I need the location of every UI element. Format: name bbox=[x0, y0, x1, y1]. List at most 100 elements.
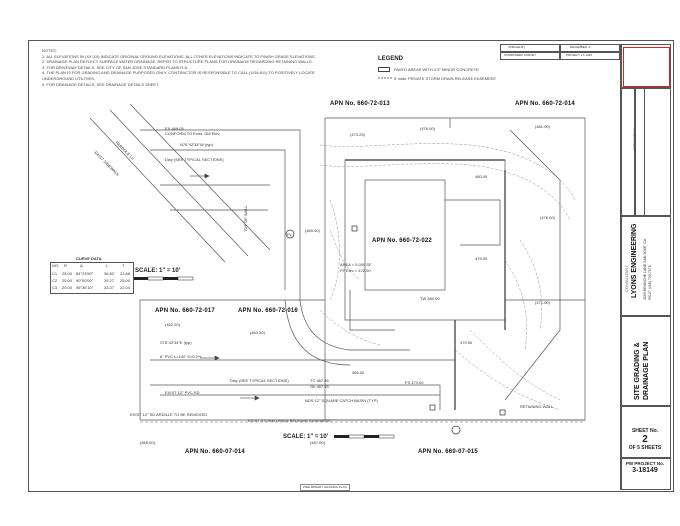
apn-label: APN No. 660-07-015 bbox=[418, 449, 478, 455]
driveway-curve bbox=[284, 299, 351, 366]
curve-header: L bbox=[106, 263, 109, 268]
note-line: 4. THE PLAN IS FOR GRADING AND DRAINAGE … bbox=[42, 70, 315, 76]
curve-header: Δ bbox=[80, 263, 83, 268]
driveway-edge bbox=[150, 149, 286, 290]
scale-label: SCALE: 1" = 10' bbox=[135, 268, 181, 274]
contour-line bbox=[319, 143, 576, 201]
rev-cell: JOB/LEE BY bbox=[508, 45, 526, 49]
elevation-label: (462.20) bbox=[165, 322, 180, 327]
plan-label: TW 480.00 bbox=[420, 296, 440, 301]
apn-label: APN No. 660-72-022 bbox=[372, 238, 432, 244]
elevation-label: (467.00) bbox=[310, 440, 325, 445]
sheet-number: 2 bbox=[642, 434, 648, 445]
rev-cell: PROJECT LS 1226 bbox=[566, 53, 592, 57]
site-plan-drawing bbox=[89, 103, 586, 435]
apn-label: APN No. 660-72-016 bbox=[238, 308, 298, 314]
plan-label: FS 473.00 bbox=[405, 380, 424, 385]
catch-basin bbox=[499, 409, 506, 416]
curve-cell: 39.27 bbox=[104, 278, 115, 283]
elevation-label: 480.00 bbox=[475, 174, 488, 179]
firm-name: LYONS ENGINEERING bbox=[631, 223, 638, 298]
sheet-label: SHEET No. bbox=[631, 428, 659, 434]
rev-cell: STAMPWEEP SURVEY bbox=[504, 53, 537, 57]
note-line: 5. FOR DRAINAGE DETAILS, SEE DRAINAGE DE… bbox=[42, 81, 160, 87]
driveway-curve bbox=[299, 299, 410, 351]
street-line bbox=[129, 103, 271, 251]
contour-line bbox=[319, 309, 381, 346]
curve-cell: C2 bbox=[52, 278, 58, 283]
legend-title: LEGEND bbox=[378, 56, 404, 62]
elevation-label: (476.00) bbox=[420, 126, 435, 131]
contour-line bbox=[504, 259, 527, 351]
curve-cell: 84°23'50" bbox=[76, 271, 94, 276]
flow-arrow-head bbox=[214, 355, 220, 361]
firm-address: 3065 BRUNCHE LANE SAN JOSE, CA 95127 (40… bbox=[643, 238, 652, 300]
scale-bar bbox=[133, 276, 194, 281]
note-line: 3. FOR DRIVEWAY DETAILS, SEE CITY OF SAN… bbox=[42, 64, 188, 70]
note-line: 1. ALL ELEVATIONS IN (XX.XX) INDICATE OR… bbox=[42, 53, 316, 59]
project-label: PW PROJECT No. bbox=[625, 461, 665, 466]
right-lot-line bbox=[504, 129, 561, 401]
title-block bbox=[620, 44, 671, 490]
elevation-label: (481.00) bbox=[535, 124, 550, 129]
curve-cell: 22.04 bbox=[120, 285, 131, 290]
note-line: 2. DRAINAGE PLAN REFLECT SURFACE WATER D… bbox=[42, 59, 313, 65]
revision-header-table: JOB/LEE BY DECEMBER, 6 STAMPWEEP SURVEY … bbox=[500, 44, 620, 60]
firm-kind: CONSULTANT bbox=[624, 265, 629, 292]
detail-marker bbox=[285, 229, 295, 239]
plan-label: FF Elev = 472.00 bbox=[340, 268, 371, 273]
elevation-label: (478.00) bbox=[540, 215, 555, 220]
curve-cell: C3 bbox=[52, 285, 58, 290]
garage-footprint bbox=[364, 179, 446, 291]
project-number-block: PW PROJECT No. 3-18149 bbox=[620, 461, 670, 476]
legend-easement-label: PRIVATE STORM DRAIN RELEASE EASEMENT bbox=[408, 76, 497, 81]
apn-label: APN No. 660-72-017 bbox=[155, 308, 215, 314]
sheet-title: SITE GRADING & DRAINAGE PLAN bbox=[634, 341, 650, 400]
wall-outline bbox=[349, 290, 395, 331]
plan-label: TOP OF WALL bbox=[243, 205, 248, 232]
plan-label: EXIST 12" PVC SD bbox=[165, 390, 200, 395]
apn-label: APN No. 660-72-014 bbox=[515, 101, 575, 107]
curve-data-table: CURVE DATA NO. R Δ L T C1 25.00 84°23'50… bbox=[50, 256, 134, 294]
street-line bbox=[109, 109, 249, 257]
elevation-label: (471.00) bbox=[535, 300, 550, 305]
curve-cell: 25.00 bbox=[62, 271, 73, 276]
project-number: 3-18149 bbox=[632, 467, 658, 474]
contour-line bbox=[519, 239, 542, 331]
note-line: NOTES: bbox=[42, 48, 57, 53]
drawing-sheet-frame bbox=[28, 40, 674, 492]
contour-line bbox=[454, 349, 561, 411]
plan-label: Gb 467.55 bbox=[310, 384, 329, 389]
contour-line bbox=[319, 163, 571, 221]
legend-paved-label: PAVED AREAS WITH 4.5" MINOR CONCRETE bbox=[394, 67, 479, 72]
revisions-label: REVISIONS bbox=[632, 128, 637, 150]
elevation-label: (465.00) bbox=[140, 440, 155, 445]
catch-basin bbox=[351, 225, 358, 232]
plan-label: S76°42'34"E (typ) bbox=[160, 340, 192, 345]
scale-label: SCALE: 1" = 10' bbox=[283, 434, 329, 440]
street-line bbox=[89, 117, 226, 263]
elevation-label: (469.40) bbox=[305, 228, 320, 233]
curve-cell: 25.00 bbox=[120, 278, 131, 283]
curve-cell: 25.00 bbox=[62, 278, 73, 283]
note-line: UNDERGROUND UTILITIES. bbox=[42, 75, 95, 81]
plan-label: EXIST STORM DRAIN RELEASE EASEMENT bbox=[248, 418, 332, 423]
legend-easement-prefix: 5' wide bbox=[394, 76, 407, 81]
curve-cell: 20.00 bbox=[62, 285, 73, 290]
plan-label: NDS 12" SQUARE CATCH BASIN (TYP) bbox=[305, 398, 378, 403]
elevation-label: 470.50 bbox=[460, 340, 473, 345]
plan-label: TC 467.46 bbox=[310, 378, 329, 383]
curve-cell: 33.37 bbox=[104, 285, 115, 290]
sheet-number-block: SHEET No. 2 OF 5 SHEETS bbox=[620, 428, 670, 451]
plan-label: N76°42'34"W (typ) bbox=[180, 142, 213, 147]
plan-label: AREA = 5,000 SF bbox=[340, 262, 372, 267]
apn-label: APN No. 660-72-013 bbox=[330, 101, 390, 107]
catch-basin bbox=[429, 404, 436, 411]
scale-bar bbox=[334, 434, 395, 439]
lower-driveway bbox=[150, 384, 441, 410]
driveway-edge bbox=[140, 129, 301, 300]
elevation-label: 466.00 bbox=[352, 370, 365, 375]
plan-label: EXIST 12" SD ARDILLE TO BE REMOVED bbox=[130, 412, 208, 417]
prelim-stamp: PRELIMINARY GRADING PLAN bbox=[300, 484, 350, 491]
revision-highlight-box bbox=[623, 47, 670, 87]
